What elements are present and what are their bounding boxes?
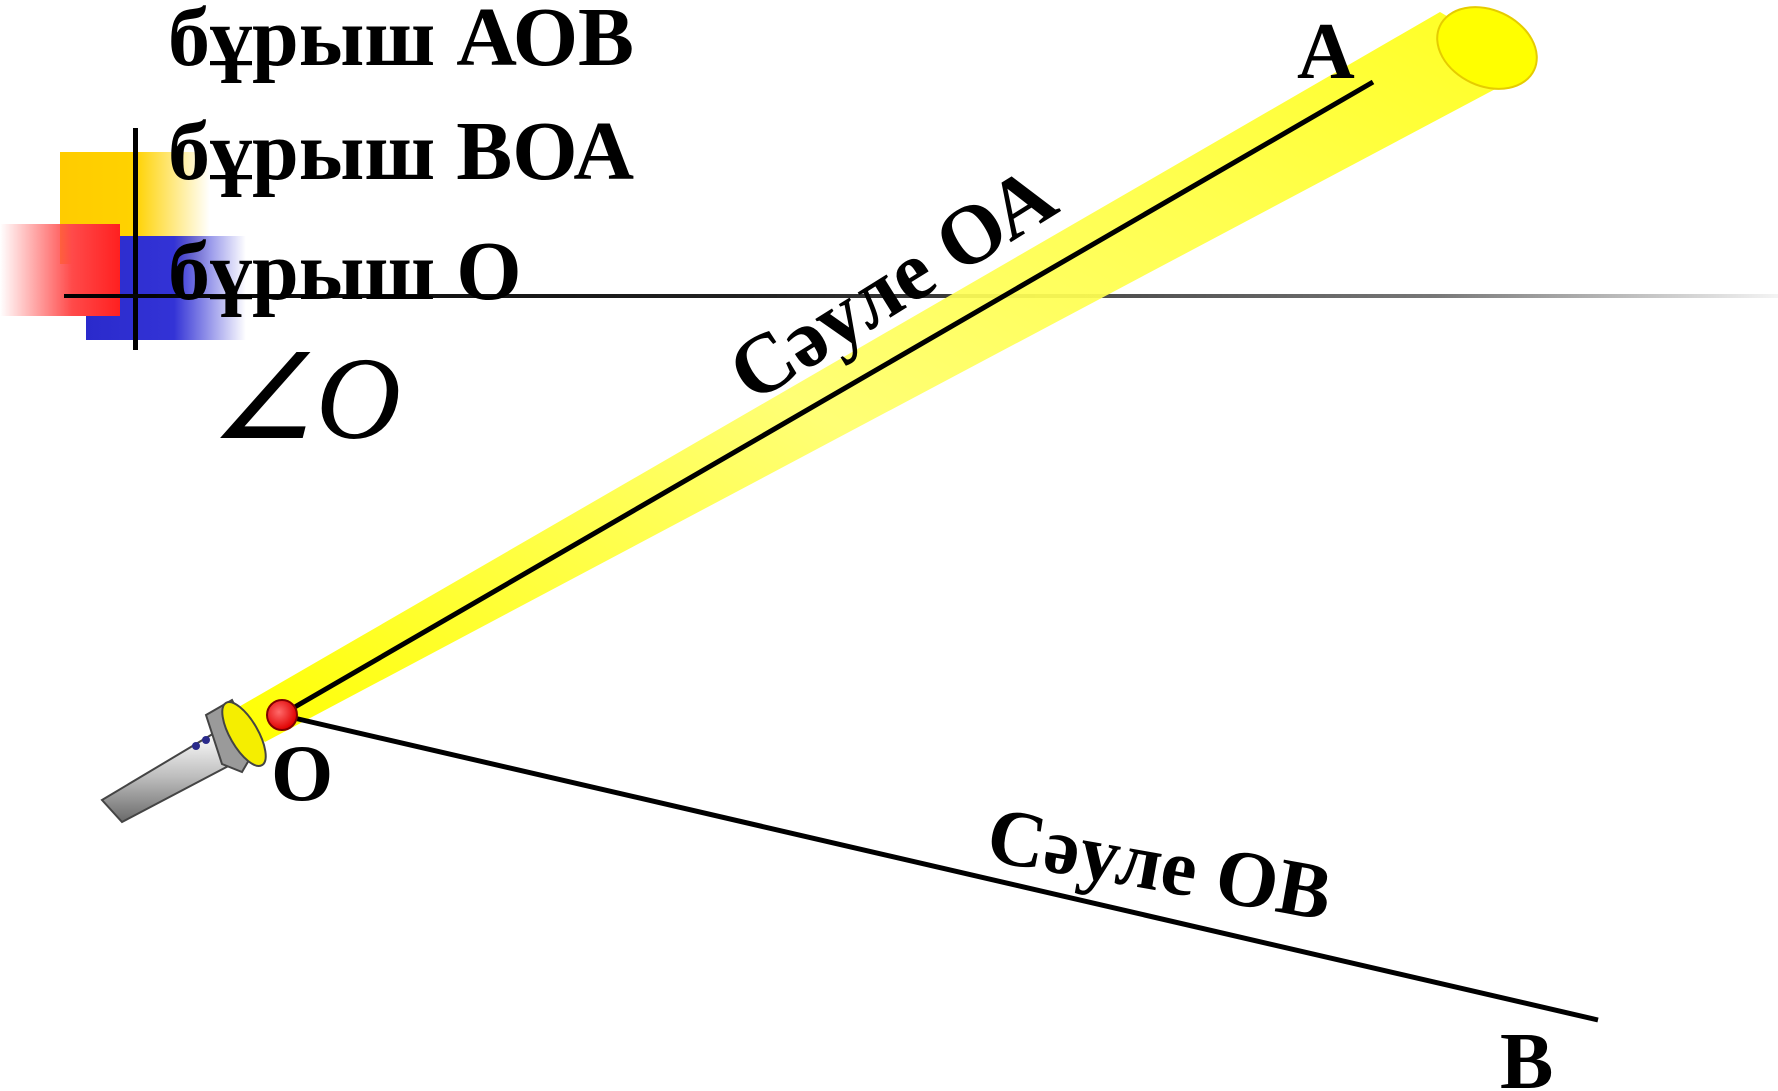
ray-oa: [279, 79, 1375, 718]
vertex-point-o: [266, 699, 298, 731]
point-label-a: А: [1297, 8, 1355, 96]
decor-horizontal-line: [64, 294, 1778, 298]
angle-name-aob: бұрыш АОВ: [168, 0, 635, 84]
beam-end-cap: [1436, 6, 1538, 90]
decor-vertical-line: [133, 128, 138, 350]
point-label-o: О: [271, 730, 333, 818]
ray-ob: [280, 712, 1599, 1023]
flashlight-icon: [100, 698, 267, 824]
point-label-b: В: [1500, 1018, 1553, 1091]
decor-square-red: [0, 224, 120, 316]
light-beam: [230, 12, 1535, 742]
angle-name-o: бұрыш О: [168, 225, 522, 318]
angle-name-boa: бұрыш ВОА: [168, 105, 635, 198]
angle-symbol: ∠O: [210, 333, 402, 464]
